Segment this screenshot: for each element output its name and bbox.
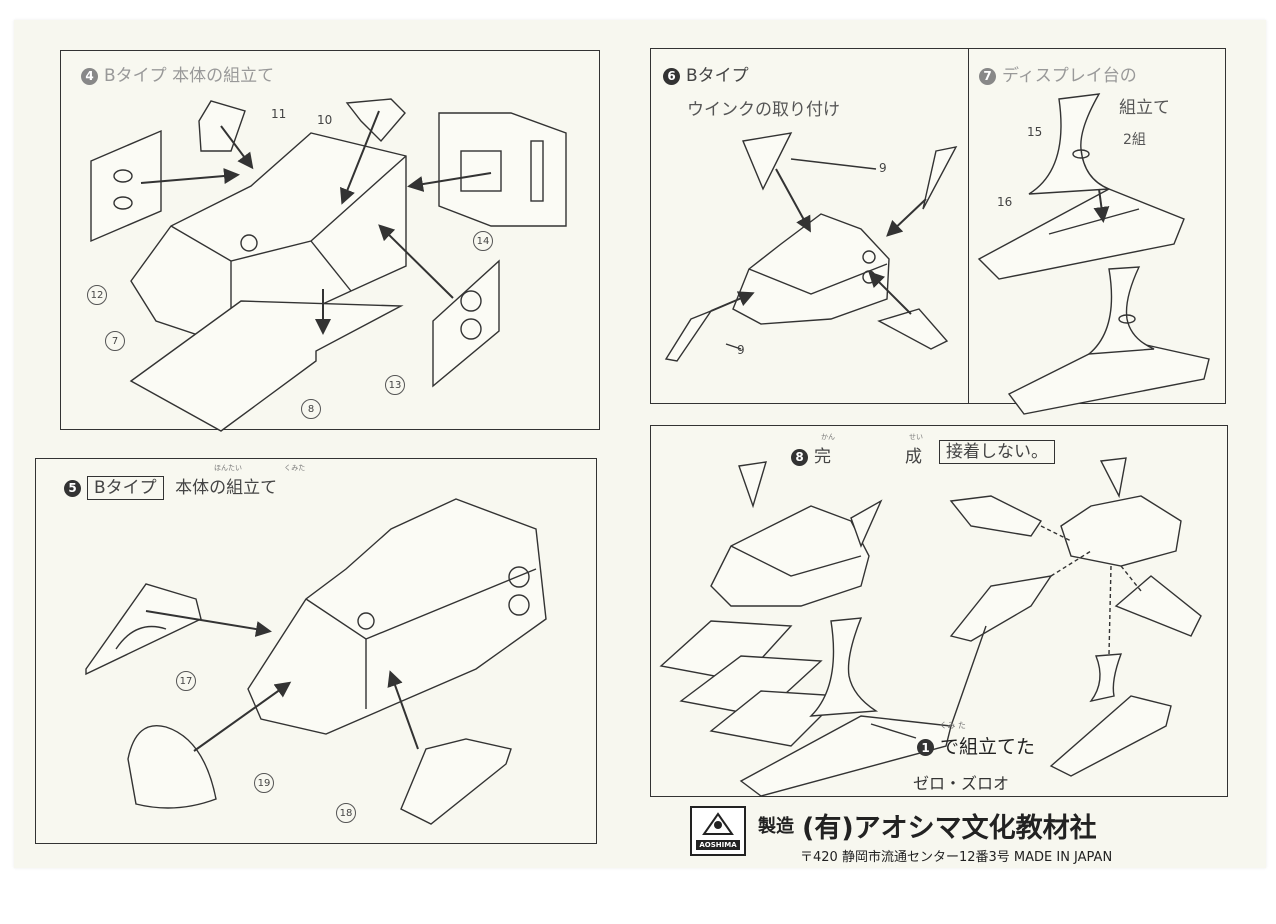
company-address: 〒420 静岡市流通センター12番3号 MADE IN JAPAN <box>800 850 1113 865</box>
part-12-callout: 12 <box>87 285 107 305</box>
step-number-badge: 7 <box>979 67 996 85</box>
zero-zuroo-caption: ゼロ・ズロオ <box>913 774 1010 793</box>
part-19-callout: 19 <box>254 773 274 793</box>
part-15-callout: 15 <box>1027 125 1043 139</box>
ref-number-badge: 1 <box>917 739 934 756</box>
step-5-diagram <box>85 498 547 825</box>
ruby-kan: かん <box>821 433 835 441</box>
company-name: (有)アオシマ文化教材社 <box>802 813 1097 844</box>
part-14-callout: 14 <box>473 231 493 251</box>
part-10-callout: 10 <box>317 113 333 127</box>
maker-label: 製造 <box>758 816 794 837</box>
step-7-diagram <box>977 93 1210 415</box>
part-17-callout: 17 <box>176 671 196 691</box>
step-7-heading: 7 ディスプレイ台の <box>979 61 1137 86</box>
step-number-badge: 8 <box>791 448 808 466</box>
type-b-box: Bタイプ <box>87 476 164 500</box>
no-glue-note: 接着しない。 <box>939 440 1055 464</box>
ruby-kumita-caption: くみ た <box>939 721 966 730</box>
part-9-callout-top: 9 <box>879 161 887 175</box>
step-number-badge: 5 <box>64 479 81 497</box>
part-9-callout-bottom: 9 <box>737 343 745 357</box>
panel-step-5: ほんたい くみた 5 Bタイプ 本体の組立て 17 19 18 <box>35 458 597 844</box>
part-13-callout: 13 <box>385 375 405 395</box>
part-11-callout: 11 <box>271 107 287 121</box>
step-6-heading: 6 Bタイプ <box>663 61 749 86</box>
step-8-diagram <box>659 457 1202 797</box>
step-4-title: Bタイプ 本体の組立て <box>104 66 275 86</box>
step-4-heading: 4 Bタイプ 本体の組立て <box>81 61 274 86</box>
step-4-diagram <box>90 98 567 432</box>
ruby-kumita: くみた <box>284 464 306 472</box>
part-16-callout: 16 <box>997 195 1013 209</box>
panel-step-7: 7 ディスプレイ台の 組立て 2組 15 16 <box>968 48 1226 415</box>
step-7-count: 2組 <box>1123 132 1146 148</box>
step-7-title: ディスプレイ台の <box>1002 66 1137 86</box>
aoshima-logo: AOSHIMA <box>690 806 746 856</box>
ruby-sei: せい <box>909 433 923 441</box>
step-6-title: Bタイプ <box>686 66 749 86</box>
step-5-title: 本体の組立て <box>175 478 278 498</box>
step-7-subtitle: 組立て <box>1119 98 1170 118</box>
step-6-diagram <box>664 132 958 362</box>
step-number-badge: 6 <box>663 67 680 85</box>
step-number-badge: 4 <box>81 67 98 85</box>
part-8-callout: 8 <box>301 399 321 419</box>
panel-step-4: 4 Bタイプ 本体の組立て <box>60 50 600 432</box>
part-7-callout: 7 <box>105 331 125 351</box>
step-6-subtitle: ウインクの取り付け <box>687 100 840 120</box>
aoshima-logo-text: AOSHIMA <box>699 841 737 849</box>
ruby-hontai: ほんたい <box>214 464 242 472</box>
step-8-title-a: 完 <box>814 447 831 467</box>
part-18-callout: 18 <box>336 803 356 823</box>
panel-step-6: 6 Bタイプ ウインクの取り付け 9 9 <box>650 48 970 404</box>
step-5-heading: 5 Bタイプ 本体の組立て <box>64 473 277 500</box>
aoshima-logo-mark <box>696 812 740 850</box>
step-8-title-b: 成 <box>905 447 922 467</box>
